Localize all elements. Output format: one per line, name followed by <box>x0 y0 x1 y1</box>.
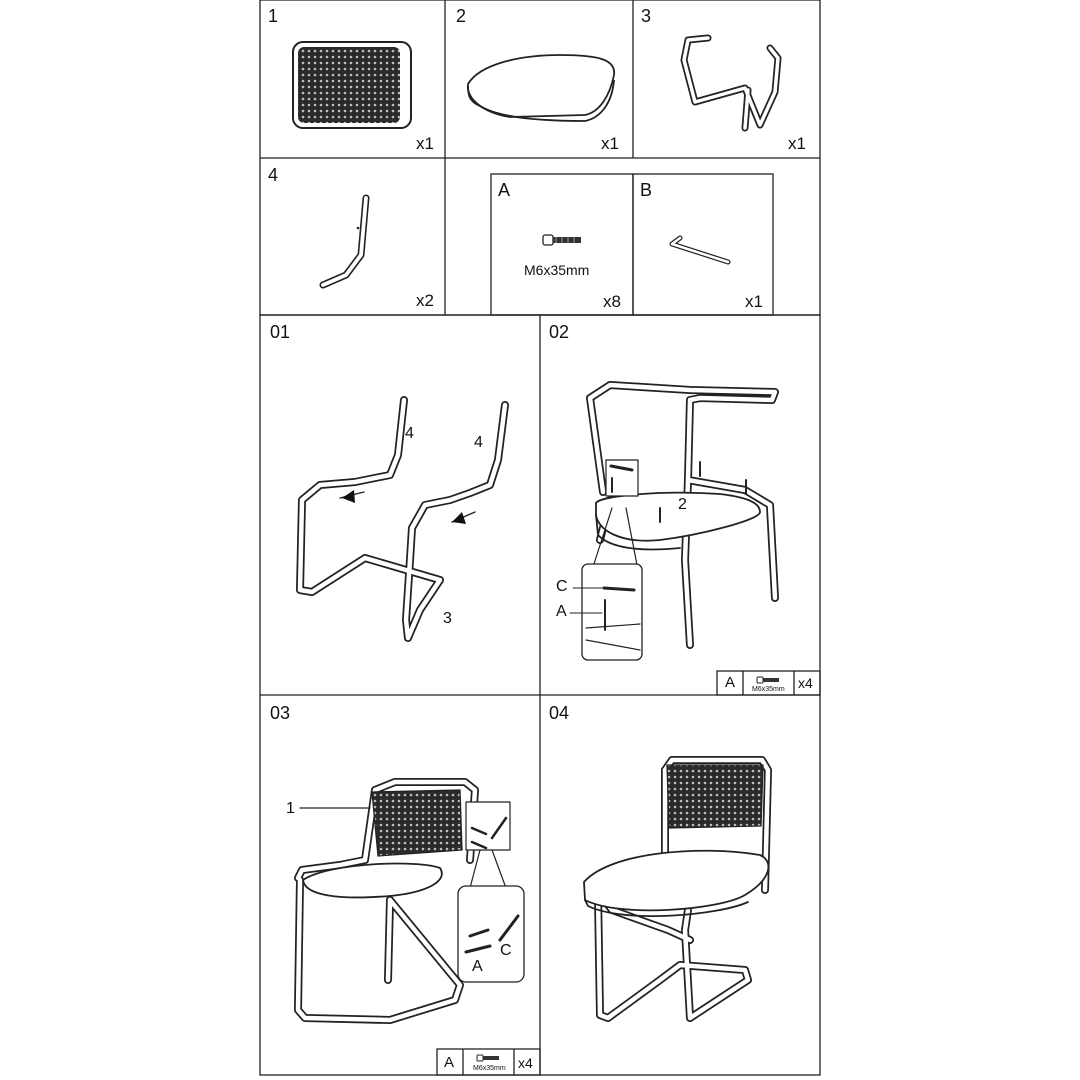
hardware-a-quantity: x8 <box>603 292 621 311</box>
step-01-number: 01 <box>270 322 291 342</box>
hardware-a-size: M6x35mm <box>524 262 590 278</box>
step-02-hw-letter: A <box>725 674 736 691</box>
backrest-icon <box>292 41 412 129</box>
part-2-number: 2 <box>456 6 467 26</box>
step-01-callout-part-4: 4 <box>405 425 414 442</box>
part-1-number: 1 <box>268 6 279 26</box>
step-03-drawing <box>294 778 525 1024</box>
step-03-callout-part-1: 1 <box>286 800 295 817</box>
step-02-hw-quantity: x4 <box>798 675 813 691</box>
allen-key-icon <box>669 235 731 265</box>
step-02-callout-part-2: 2 <box>678 496 687 513</box>
part-3-quantity: x1 <box>788 134 806 153</box>
bolt-icon <box>542 234 581 246</box>
step-01-drawing <box>296 396 509 642</box>
part-4-quantity: x2 <box>416 291 434 310</box>
part-1-quantity: x1 <box>416 134 434 153</box>
back-leg-tube-icon <box>319 194 370 289</box>
step-03-hw-letter: A <box>444 1054 455 1071</box>
hardware-b-letter: B <box>640 180 653 200</box>
step-01-callout-part-3: 3 <box>443 610 452 627</box>
step-02-drawing <box>569 381 779 661</box>
step-03-hw-quantity: x4 <box>518 1055 533 1071</box>
step-02-number: 02 <box>549 322 570 342</box>
step-03-callout-a: A <box>472 958 483 975</box>
step-04-number: 04 <box>549 703 570 723</box>
step-01-callout-part-4: 4 <box>474 434 483 451</box>
step-03-callout-c: C <box>500 942 512 959</box>
seat-cushion-icon <box>467 54 615 122</box>
step-02-callout-c: C <box>556 578 568 595</box>
part-4-number: 4 <box>268 165 279 185</box>
bolt-icon <box>476 1054 499 1062</box>
grid-lines <box>259 0 821 1076</box>
part-2-quantity: x1 <box>601 134 619 153</box>
step-02-callout-a: A <box>556 603 567 620</box>
step-03-hw-size: M6x35mm <box>473 1065 506 1072</box>
step-04-drawing <box>583 756 772 1022</box>
hardware-b-quantity: x1 <box>745 292 763 311</box>
bolt-icon <box>756 676 779 684</box>
step-03-number: 03 <box>270 703 291 723</box>
part-3-number: 3 <box>641 6 652 26</box>
step-02-hw-size: M6x35mm <box>752 686 785 693</box>
hardware-a-letter: A <box>498 180 511 200</box>
